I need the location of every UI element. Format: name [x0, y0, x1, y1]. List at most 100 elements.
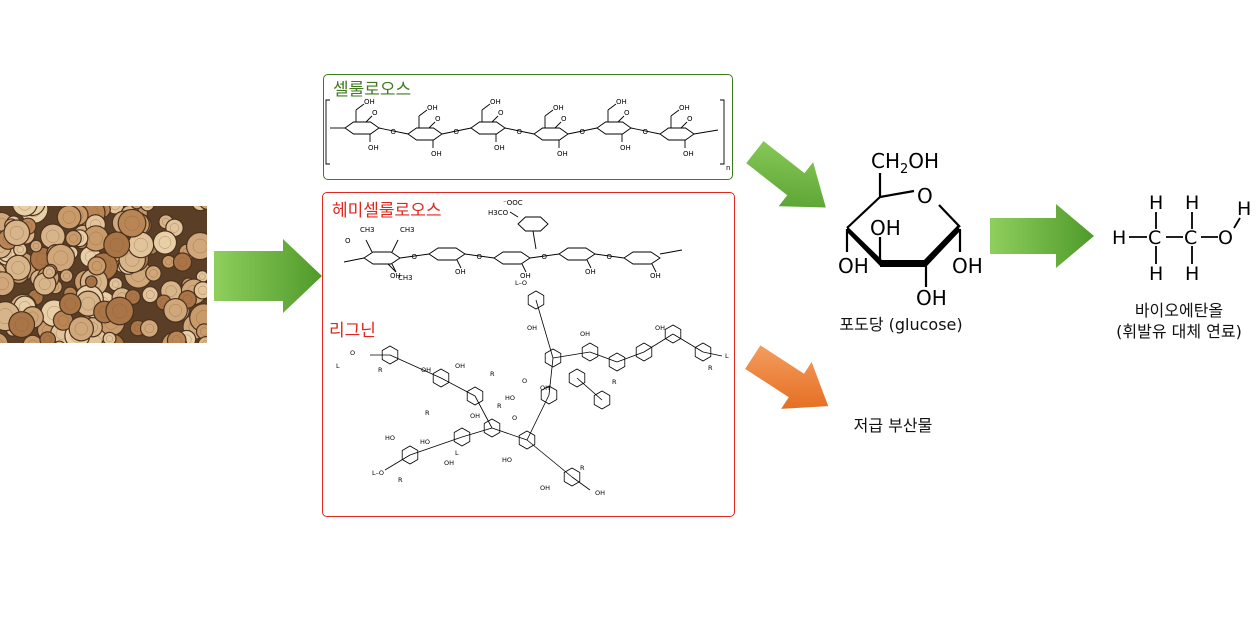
svg-text:L: L: [725, 352, 729, 360]
ethanol-h-left: H: [1112, 227, 1126, 249]
svg-text:O: O: [580, 128, 586, 136]
svg-text:O: O: [512, 414, 517, 422]
svg-text:OH: OH: [427, 104, 438, 112]
svg-text:OH: OH: [540, 484, 550, 492]
svg-text:OH: OH: [650, 272, 661, 280]
svg-text:HO: HO: [502, 456, 512, 464]
svg-text:⁻OOC: ⁻OOC: [503, 199, 523, 207]
cellulose-title: 셀룰로오스: [333, 80, 412, 100]
svg-text:OH: OH: [616, 98, 627, 106]
arrow-cellulose-to-glucose: [746, 141, 826, 208]
svg-text:R: R: [398, 476, 403, 484]
svg-text:n: n: [726, 164, 730, 172]
svg-text:R: R: [612, 378, 617, 386]
ethanol-h-c1-top: H: [1149, 192, 1163, 214]
svg-text:OH: OH: [390, 272, 401, 280]
byproduct-label: 저급 부산물: [853, 416, 933, 435]
svg-text:O: O: [687, 115, 693, 123]
svg-text:R: R: [490, 370, 495, 378]
svg-text:O: O: [607, 253, 613, 261]
svg-text:HO: HO: [420, 438, 430, 446]
svg-text:OH: OH: [679, 104, 690, 112]
svg-text:L–O: L–O: [515, 279, 527, 287]
ethanol-c2: C: [1184, 227, 1197, 249]
glucose-ch2oh: CH2OH: [871, 149, 939, 177]
ethanol-label-line1: 바이오에탄올: [1134, 301, 1224, 320]
svg-text:OH: OH: [368, 144, 379, 152]
svg-text:OH: OH: [655, 324, 665, 332]
svg-text:OH: OH: [470, 412, 480, 420]
ethanol-h-c2-top: H: [1185, 192, 1199, 214]
glucose-oh-left: OH: [838, 254, 869, 278]
svg-text:HO: HO: [385, 434, 395, 442]
ethanol-h-oh: H: [1237, 198, 1251, 220]
svg-text:O: O: [412, 253, 418, 261]
svg-text:O: O: [517, 128, 523, 136]
svg-text:O: O: [643, 128, 649, 136]
svg-text:O: O: [372, 109, 378, 117]
glucose-ring-oxygen: O: [917, 184, 933, 208]
svg-text:R: R: [580, 464, 585, 472]
glucose-ch-text: CH: [871, 149, 900, 173]
arrow-glucose-to-ethanol: [990, 204, 1094, 268]
svg-text:OH: OH: [540, 384, 550, 392]
svg-text:OH: OH: [364, 98, 375, 106]
svg-text:OH: OH: [683, 150, 694, 158]
svg-text:OH: OH: [557, 150, 568, 158]
svg-text:CH3: CH3: [360, 226, 375, 234]
svg-text:O: O: [345, 237, 351, 245]
svg-text:O: O: [350, 349, 355, 357]
svg-text:H3CO: H3CO: [488, 209, 509, 217]
ethanol-h-c2-bottom: H: [1185, 263, 1199, 285]
svg-text:R: R: [497, 402, 502, 410]
svg-text:OH: OH: [553, 104, 564, 112]
glucose-label: 포도당 (glucose): [839, 315, 963, 334]
svg-text:R: R: [708, 364, 713, 372]
svg-text:O: O: [561, 115, 567, 123]
svg-text:OH: OH: [527, 324, 537, 332]
glucose-oh-top: OH: [870, 216, 901, 240]
ethanol-h-c1-bottom: H: [1149, 263, 1163, 285]
lignin-title: 리그닌: [329, 321, 376, 341]
arrow-to-byproduct: [745, 345, 829, 409]
svg-text:L: L: [336, 362, 340, 370]
svg-text:O: O: [391, 128, 397, 136]
cellulose-box: [323, 74, 733, 180]
svg-text:OH: OH: [421, 366, 431, 374]
svg-text:L–O: L–O: [372, 469, 384, 477]
svg-text:CH3: CH3: [400, 226, 415, 234]
svg-text:OH: OH: [455, 268, 466, 276]
glucose-oh-bottom: OH: [916, 286, 947, 310]
wood-logs-graphic: [0, 206, 207, 343]
svg-text:OH: OH: [494, 144, 505, 152]
wood-logs-image: [0, 206, 207, 343]
glucose-oh-text: OH: [908, 149, 939, 173]
ethanol-structure: [1129, 212, 1241, 264]
svg-text:R: R: [378, 366, 383, 374]
svg-text:CH3: CH3: [398, 274, 413, 282]
glucose-structure: [845, 173, 962, 287]
ethanol-o: O: [1218, 227, 1233, 249]
svg-text:OH: OH: [520, 272, 531, 280]
ethanol-c1: C: [1148, 227, 1161, 249]
ethanol-atoms: H C C O H H H H H: [1112, 192, 1251, 285]
svg-text:OH: OH: [431, 150, 442, 158]
glucose-sub-2: 2: [900, 162, 908, 177]
ethanol-label: 바이오에탄올 (휘발유 대체 연료): [1100, 300, 1258, 342]
svg-text:OH: OH: [585, 268, 596, 276]
svg-text:OH: OH: [490, 98, 501, 106]
svg-text:OH: OH: [620, 144, 631, 152]
svg-text:R: R: [425, 409, 430, 417]
svg-text:O: O: [454, 128, 460, 136]
hemicellulose-lignin-box: [322, 192, 735, 517]
svg-text:L: L: [455, 449, 459, 457]
glucose-oh-right: OH: [952, 254, 983, 278]
svg-text:O: O: [498, 109, 504, 117]
svg-text:OH: OH: [455, 362, 465, 370]
svg-text:O: O: [477, 253, 483, 261]
hemicellulose-title: 헤미셀룰로오스: [332, 201, 442, 221]
